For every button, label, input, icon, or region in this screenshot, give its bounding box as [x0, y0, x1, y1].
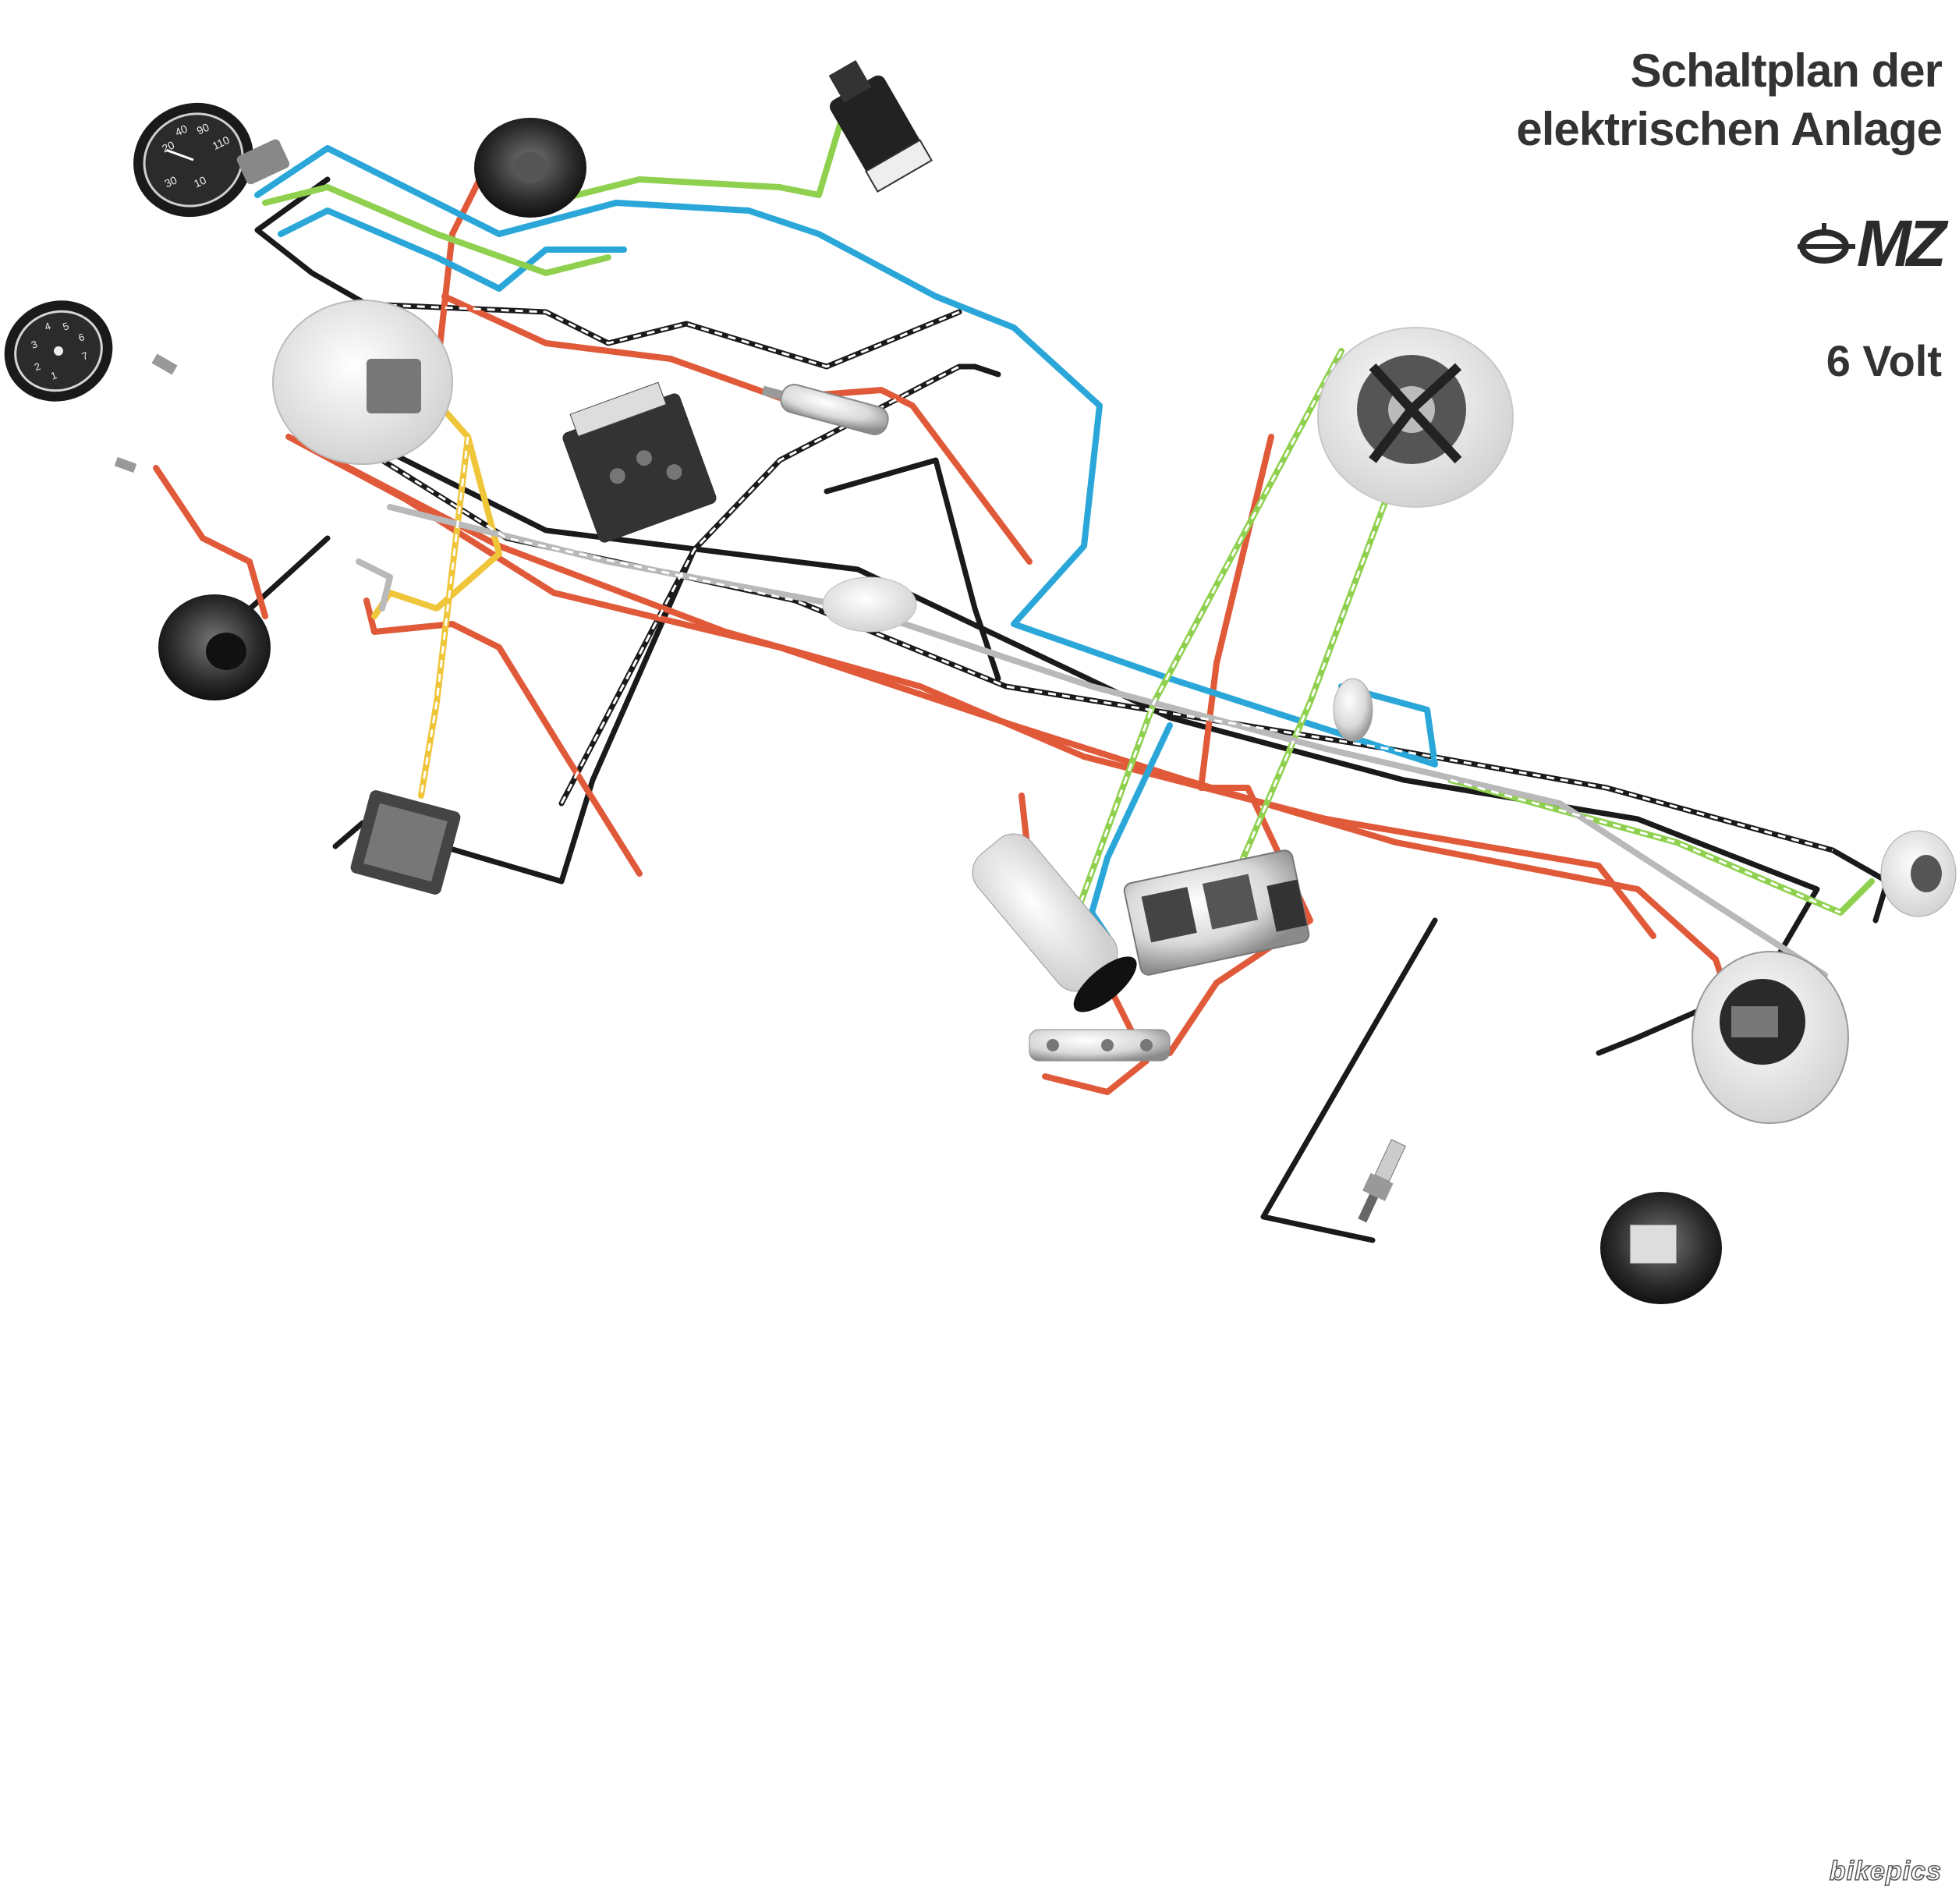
svg-text:2: 2	[33, 360, 42, 374]
title-line-1: Schaltplan der	[1630, 44, 1943, 97]
svg-text:20: 20	[160, 138, 176, 154]
handlebar-switch-icon	[114, 353, 178, 473]
spark-plug-icon	[1358, 1139, 1406, 1223]
junction-box-icon	[350, 790, 461, 895]
wire-red	[309, 445, 1656, 939]
wire-harness	[153, 114, 1890, 1243]
ignition-switch-icon	[828, 60, 933, 193]
voltage-label: 6 Volt	[1826, 336, 1942, 385]
svg-text:3: 3	[30, 338, 39, 351]
svg-text:90: 90	[195, 121, 211, 137]
horn-icon	[474, 118, 586, 218]
wire-green	[543, 114, 845, 206]
ignition-coil-icon	[972, 833, 1137, 1012]
alternator-icon	[1317, 327, 1514, 508]
title-line-2: elektrischen Anlage	[1516, 103, 1943, 155]
wire-black	[824, 457, 1001, 682]
junction-box-icon	[562, 381, 717, 543]
wire-black	[239, 535, 331, 619]
svg-text:7: 7	[80, 349, 90, 363]
svg-text:4: 4	[43, 320, 52, 333]
svg-text:6: 6	[76, 331, 86, 344]
wire-red	[1167, 434, 1313, 1056]
wire-green	[262, 184, 611, 276]
svg-text:30: 30	[162, 173, 179, 190]
svg-text:5: 5	[61, 320, 70, 333]
regulator-icon	[1123, 849, 1310, 976]
wire-blue	[278, 207, 627, 292]
battery-icon	[1029, 1029, 1171, 1062]
wire-black	[1260, 917, 1438, 1243]
wire-gray	[356, 558, 393, 612]
mz-logo-icon	[1797, 223, 1855, 264]
brand-logo: MZ	[1794, 207, 1947, 280]
turn-signal-icon	[1880, 830, 1957, 917]
turn-signal-icon	[158, 594, 271, 700]
wire-green	[1213, 449, 1407, 924]
tail-lamp-icon	[1692, 951, 1849, 1124]
brand-text: MZ	[1856, 207, 1947, 280]
wire-black	[332, 547, 697, 885]
wire-gray	[387, 504, 1828, 978]
rear-lamp-icon	[1600, 1192, 1722, 1304]
wire-red	[363, 597, 643, 877]
watermark: bikepics	[1829, 1856, 1942, 1887]
pressure-switch-icon	[1333, 678, 1373, 742]
relay-icon	[822, 576, 917, 633]
svg-text:40: 40	[173, 122, 190, 138]
svg-text:1: 1	[49, 369, 58, 382]
svg-text:10: 10	[192, 173, 208, 190]
wire-red	[285, 434, 1742, 1033]
fuse-icon	[761, 384, 889, 435]
headlamp-icon	[272, 300, 453, 465]
wire-red	[153, 465, 268, 619]
